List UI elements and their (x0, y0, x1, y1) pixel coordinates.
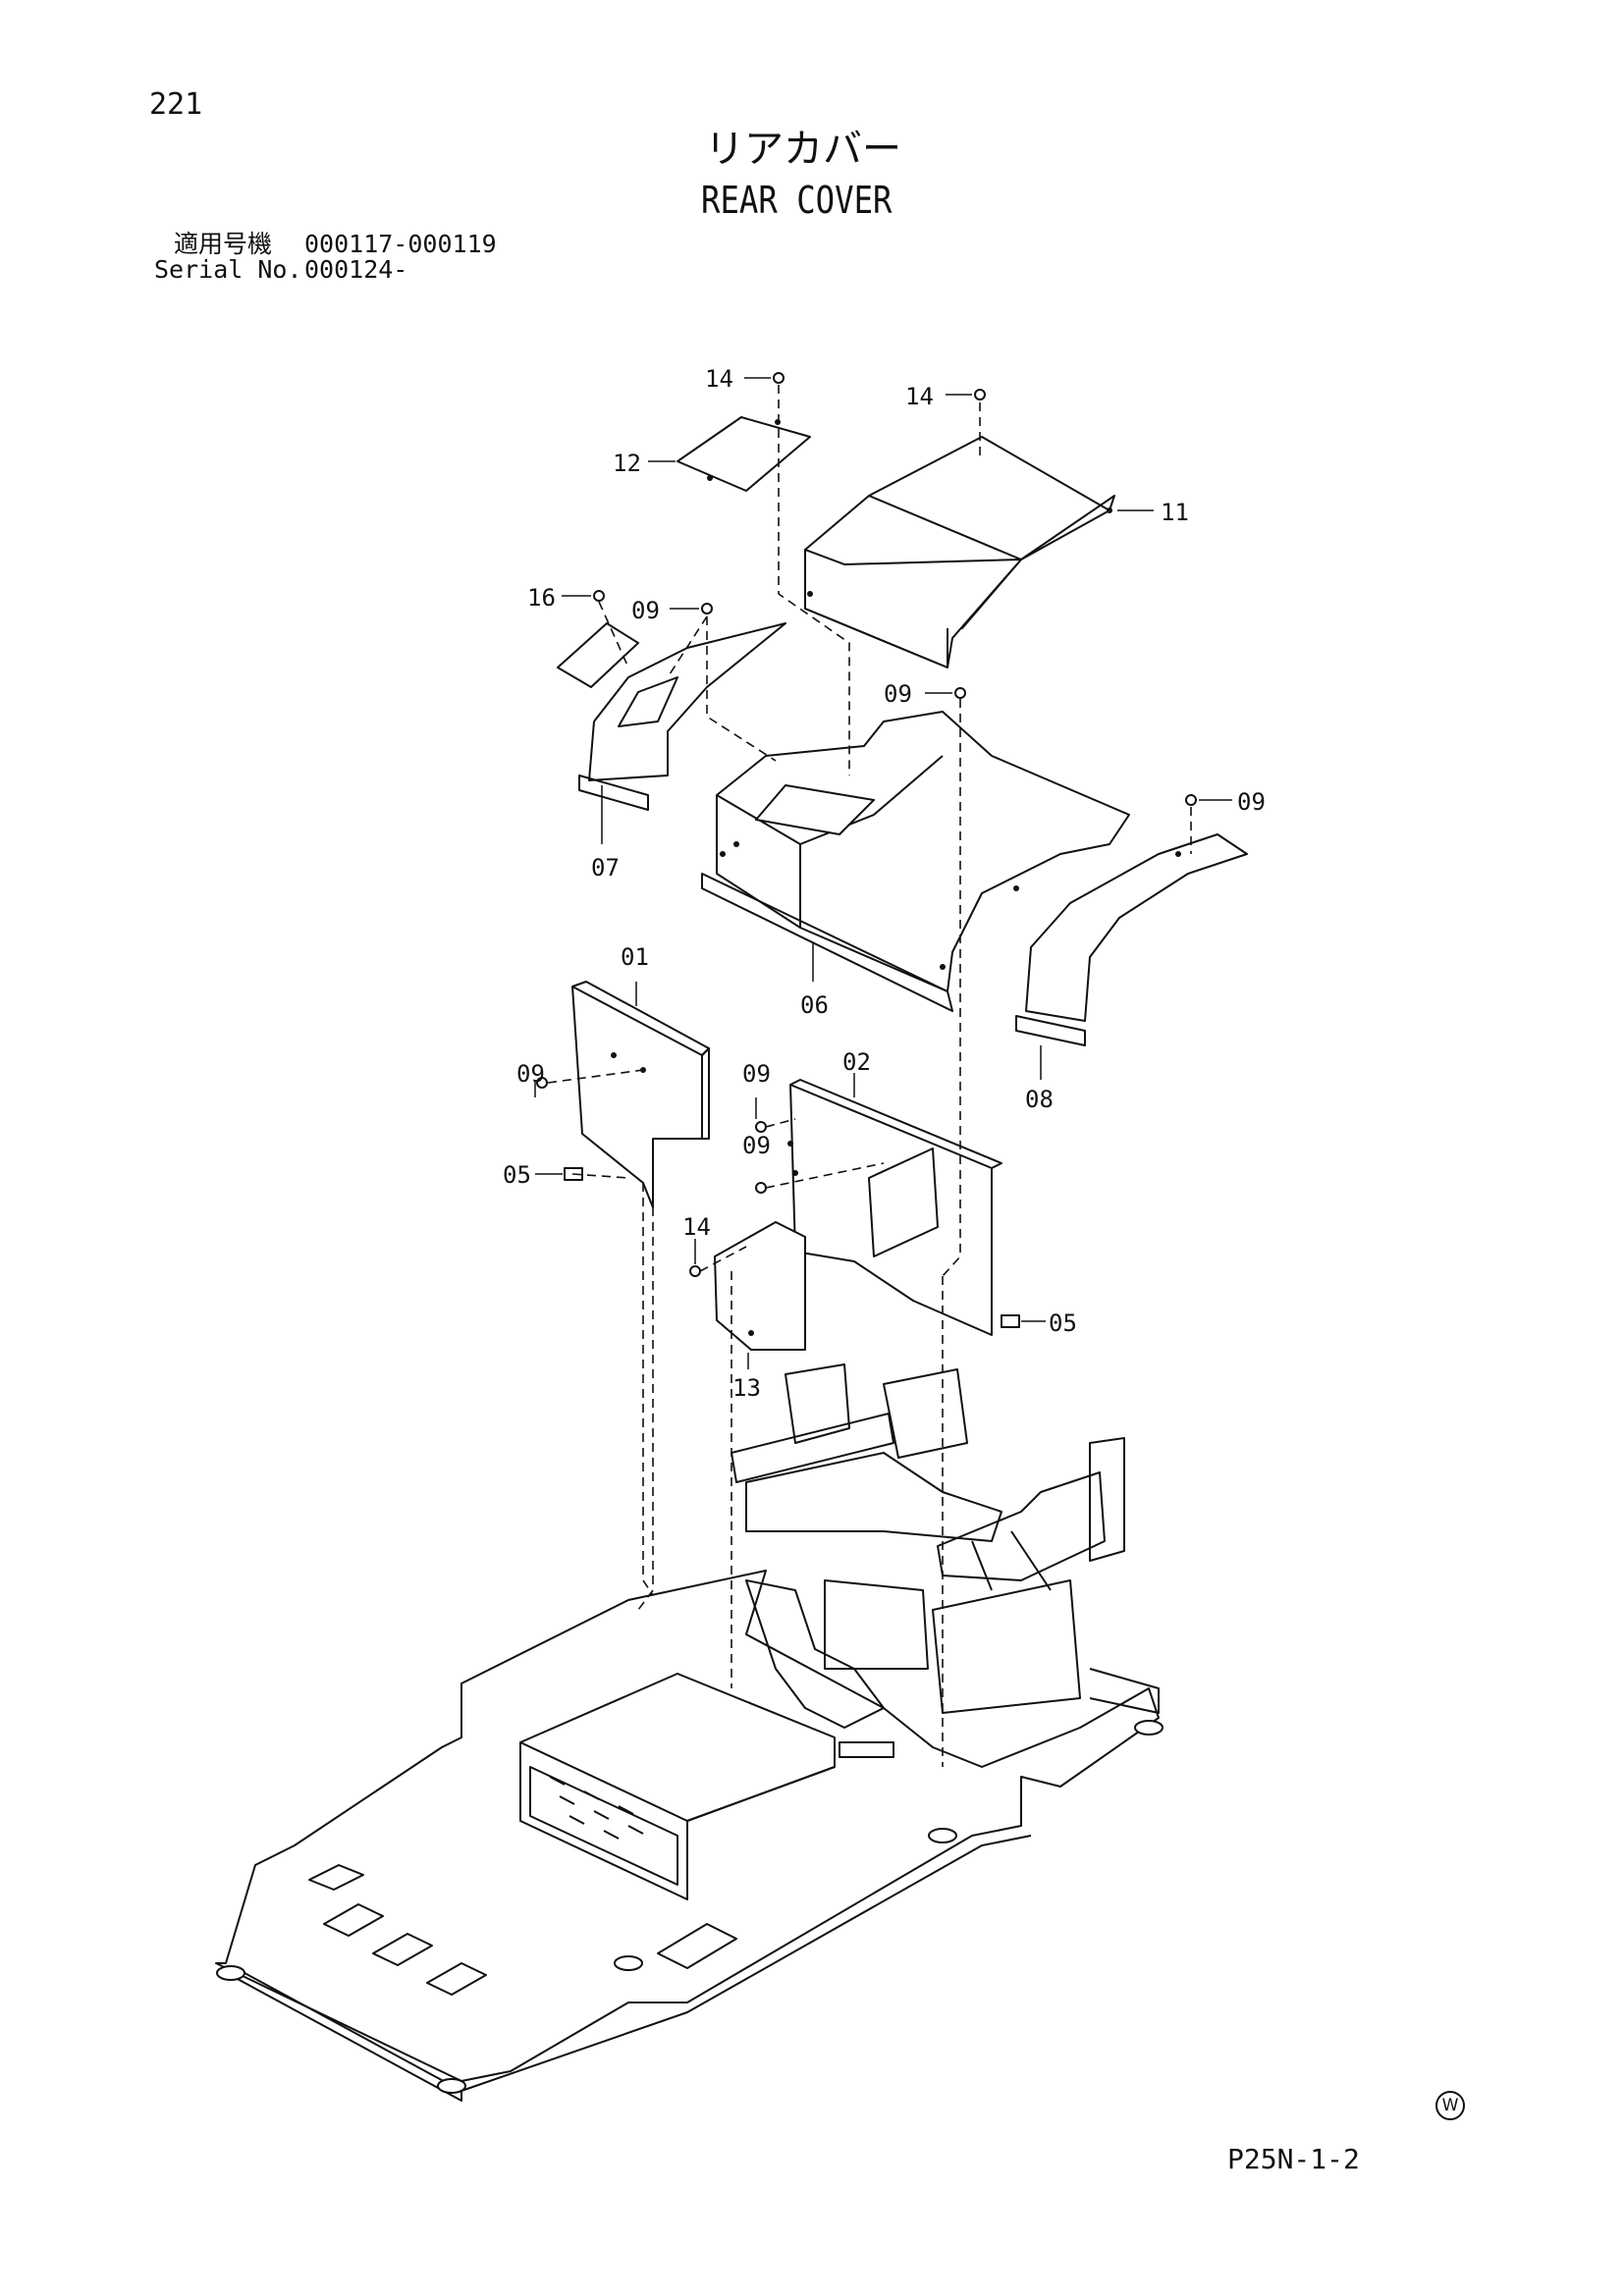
callout-16: 16 (527, 584, 556, 612)
callout-14a: 14 (705, 365, 733, 393)
base-frame (215, 1570, 1160, 2102)
callout-14c: 14 (682, 1213, 711, 1241)
drawing-code: P25N-1-2 (1227, 2143, 1360, 2175)
part-12-plate (677, 416, 811, 492)
callout-05a: 05 (503, 1161, 531, 1189)
callout-11: 11 (1161, 499, 1189, 526)
callout-13: 13 (732, 1374, 761, 1402)
callout-07: 07 (591, 854, 620, 881)
serial-jp-value: 000117-000119 (304, 230, 497, 258)
part-11-cover (804, 436, 1115, 668)
callout-09c: 09 (1237, 788, 1266, 816)
callout-09a: 09 (631, 597, 660, 624)
part-07-bracket (578, 622, 786, 811)
callout-09b: 09 (884, 680, 912, 708)
callouts: 14 14 12 11 16 09 09 09 07 06 01 09 09 0… (503, 365, 1266, 1402)
serial-en-value: 000124- (304, 255, 408, 284)
callout-14b: 14 (905, 383, 934, 410)
serial-jp-label: 適用号機 (174, 230, 273, 258)
part-06-center-cover (701, 711, 1130, 1012)
part-13-plate (714, 1221, 806, 1351)
internal-frame (731, 1363, 1125, 1729)
callout-09d: 09 (516, 1060, 545, 1088)
callout-06: 06 (800, 991, 829, 1019)
callout-09f: 09 (742, 1132, 771, 1159)
serial-en-label: Serial No. (154, 255, 302, 284)
leader-lines (534, 377, 1232, 1369)
assembly-lines (547, 385, 1192, 1767)
part-02-panel (787, 1079, 1002, 1336)
rubber-mounts (216, 1720, 1164, 2094)
title-japanese: リアカバー (705, 127, 901, 172)
callout-12: 12 (613, 450, 641, 477)
fasteners (536, 372, 1197, 1328)
base-openings (308, 1864, 737, 1996)
part-01-panel (571, 981, 710, 1208)
callout-08: 08 (1025, 1086, 1054, 1113)
controller-box (519, 1673, 894, 1900)
callout-05b: 05 (1049, 1309, 1077, 1337)
page-number: 221 (149, 87, 203, 122)
w-circle-mark: W (1435, 2091, 1465, 2120)
part-08-bracket (1015, 833, 1248, 1046)
callout-02: 02 (842, 1048, 871, 1076)
title-english: REAR COVER (701, 179, 893, 222)
part-16-plate (557, 622, 639, 688)
callout-01: 01 (621, 943, 649, 971)
callout-09e: 09 (742, 1060, 771, 1088)
